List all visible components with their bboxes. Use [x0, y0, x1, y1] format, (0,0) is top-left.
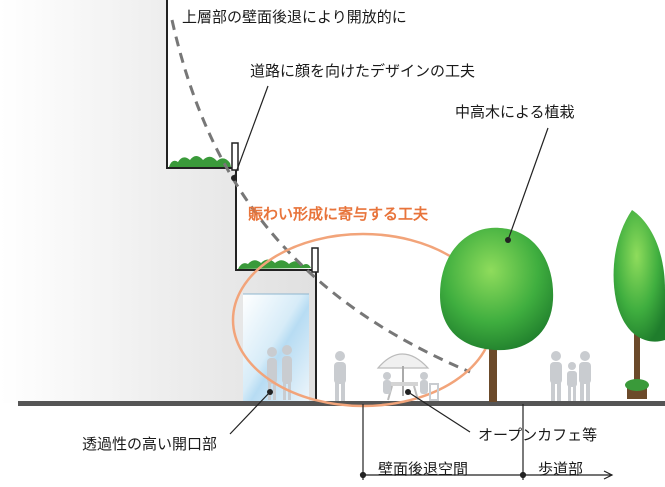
label-wall-setback-space: 壁面後退空間 [378, 460, 469, 478]
leader-lines [229, 85, 549, 435]
lower-terrace-parapet [311, 247, 319, 273]
label-facing-road: 道路に顔を向けたデザインの工夫 [250, 62, 476, 80]
upper-terrace-parapet [231, 142, 239, 171]
tree-icon [613, 210, 665, 385]
upper-terrace-planting [169, 156, 231, 167]
label-transparent-opening: 透過性の高い開口部 [82, 435, 218, 453]
planter-icon [625, 379, 649, 399]
tree-icon [440, 227, 554, 402]
ground-line [18, 401, 665, 406]
label-setback-upper: 上層部の壁面後退により開放的に [182, 8, 407, 26]
lower-terrace-planting [238, 259, 311, 269]
person-icon [334, 351, 346, 401]
label-open-cafe: オープンカフェ等 [478, 426, 598, 444]
building-outline [166, 0, 317, 403]
parasol-table-icon [376, 353, 439, 401]
label-bustle: 賑わい形成に寄与する工夫 [248, 205, 429, 223]
label-trees: 中高木による植栽 [455, 103, 575, 121]
label-sidewalk: 歩道部 [538, 460, 584, 478]
leader-dots [231, 175, 511, 395]
person-icon [550, 351, 591, 401]
dimension-lines [359, 404, 614, 480]
setback-curve [170, 19, 471, 374]
